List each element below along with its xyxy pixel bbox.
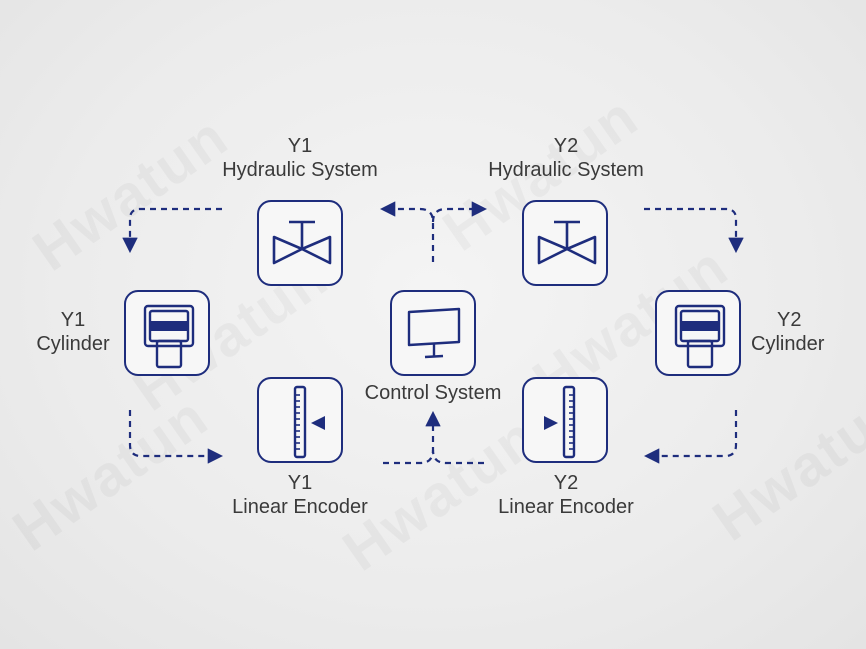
- valve-icon: [272, 220, 332, 265]
- monitor-icon: [407, 307, 461, 359]
- y1-hydraulic-label: Y1 Hydraulic System: [200, 134, 400, 182]
- y2-hydraulic-label-line2: Hydraulic System: [488, 159, 644, 181]
- y1-encoder-node[interactable]: [257, 377, 343, 463]
- y2-cylinder-label: Y2 Cylinder: [751, 308, 861, 356]
- control-system-label-text: Control System: [364, 382, 502, 404]
- y2-cylinder-node[interactable]: [655, 290, 741, 376]
- y1-cylinder-node[interactable]: [124, 290, 210, 376]
- control-system-label: Control System: [333, 381, 533, 405]
- y2-cylinder-label-line1: Y2: [777, 309, 802, 331]
- cylinder-icon: [674, 304, 726, 369]
- y1-cylinder-label: Y1 Cylinder: [20, 308, 126, 356]
- linear-scale-icon: [293, 385, 325, 459]
- arrow-control-to-hydraulics: [379, 201, 435, 262]
- valve-icon: [537, 220, 597, 265]
- y1-encoder-label-line1: Y1: [287, 472, 313, 494]
- arrow-y1-cylinder-to-encoder: [128, 410, 224, 464]
- y1-hydraulic-label-line2: Hydraulic System: [222, 159, 378, 181]
- arrow-encoders-to-control: [383, 410, 441, 465]
- y2-encoder-label-line1: Y2: [553, 472, 579, 494]
- arrow-y2-cylinder-to-encoder: [643, 410, 738, 464]
- y2-hydraulic-label-line1: Y2: [553, 135, 579, 157]
- y2-encoder-label: Y2 Linear Encoder: [466, 471, 666, 519]
- y2-encoder-node[interactable]: [522, 377, 608, 463]
- arrow-y1-hydraulic-to-cylinder: [122, 207, 222, 254]
- y2-cylinder-label-line2: Cylinder: [751, 333, 825, 355]
- y1-hydraulic-label-line1: Y1: [287, 135, 313, 157]
- y1-hydraulic-node[interactable]: [257, 200, 343, 286]
- y1-encoder-label: Y1 Linear Encoder: [200, 471, 400, 519]
- y1-encoder-label-line2: Linear Encoder: [232, 496, 368, 518]
- y2-hydraulic-label: Y2 Hydraulic System: [466, 134, 666, 182]
- cylinder-icon: [143, 304, 195, 369]
- y2-encoder-label-line2: Linear Encoder: [498, 496, 634, 518]
- control-system-node[interactable]: [390, 290, 476, 376]
- y1-cylinder-label-line2: Cylinder: [36, 333, 110, 355]
- linear-scale-icon: [544, 385, 576, 459]
- y1-cylinder-label-line1: Y1: [60, 309, 86, 331]
- y2-hydraulic-node[interactable]: [522, 200, 608, 286]
- arrow-y2-hydraulic-to-cylinder: [644, 207, 744, 254]
